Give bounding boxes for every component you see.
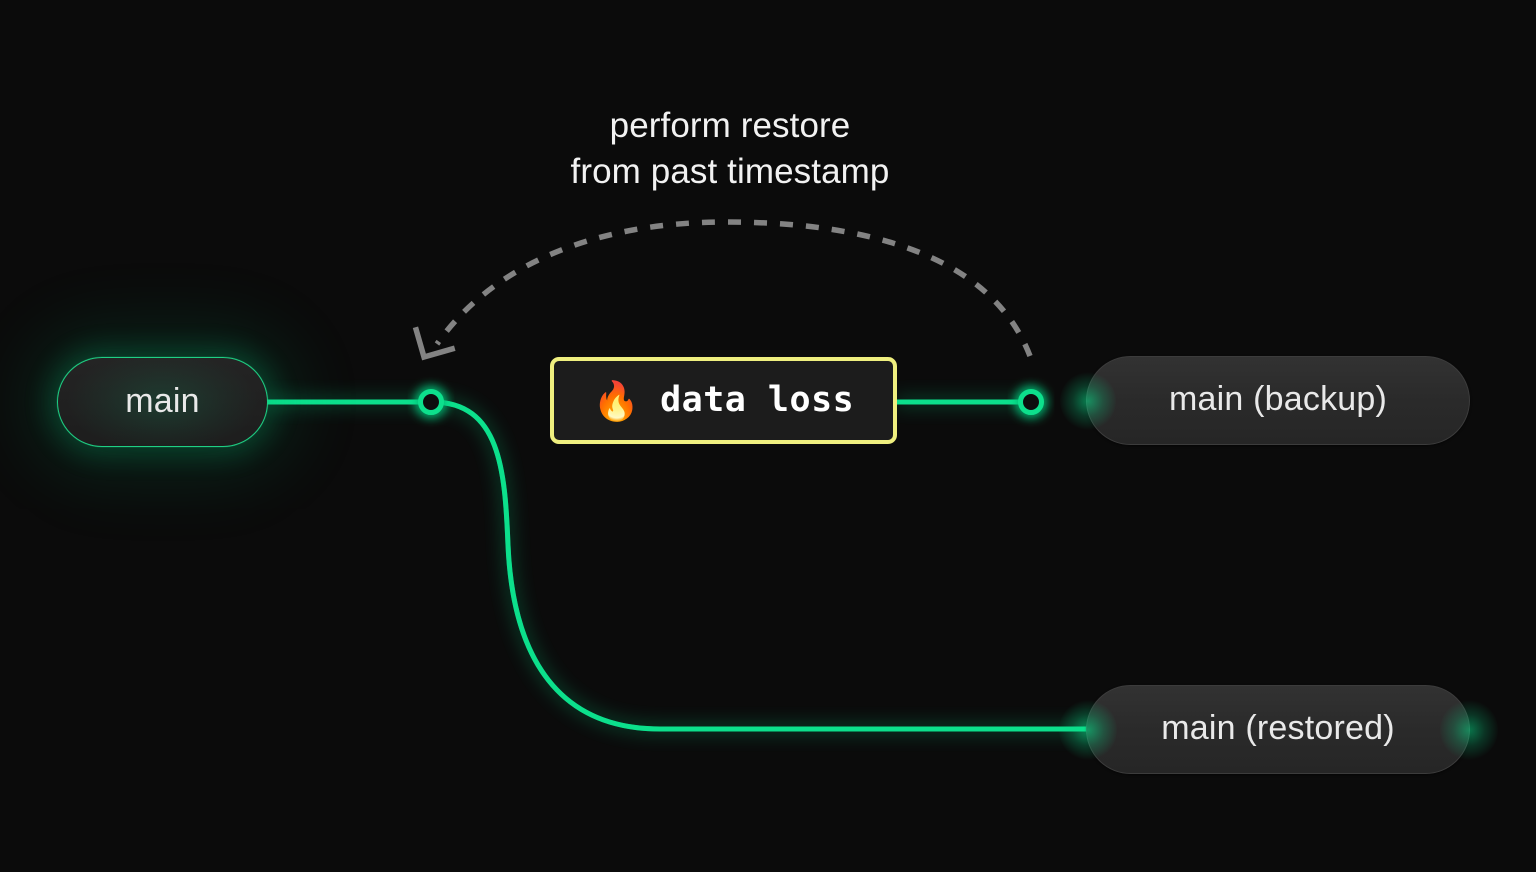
edge-branch-to-restored bbox=[429, 399, 1090, 732]
branch-label-main: main bbox=[125, 381, 200, 420]
restore-caption: perform restore from past timestamp bbox=[570, 106, 890, 191]
branch-label-backup: main (backup) bbox=[1168, 380, 1388, 418]
commit-node-head[interactable] bbox=[1018, 389, 1044, 415]
branch-node-main[interactable]: main bbox=[57, 357, 268, 447]
commit-node-branch-point[interactable] bbox=[418, 389, 444, 415]
edge-restore-arrow bbox=[434, 219, 1033, 357]
branch-node-backup[interactable]: main (backup) bbox=[1086, 356, 1470, 445]
data-loss-label: data loss bbox=[660, 380, 855, 420]
branch-label-restored: main (restored) bbox=[1161, 709, 1395, 747]
branch-node-restored[interactable]: main (restored) bbox=[1086, 685, 1470, 774]
restore-arrowhead-icon bbox=[412, 326, 456, 361]
fire-emoji: 🔥 bbox=[592, 378, 641, 423]
data-loss-event-box[interactable]: 🔥 data loss bbox=[550, 357, 897, 444]
